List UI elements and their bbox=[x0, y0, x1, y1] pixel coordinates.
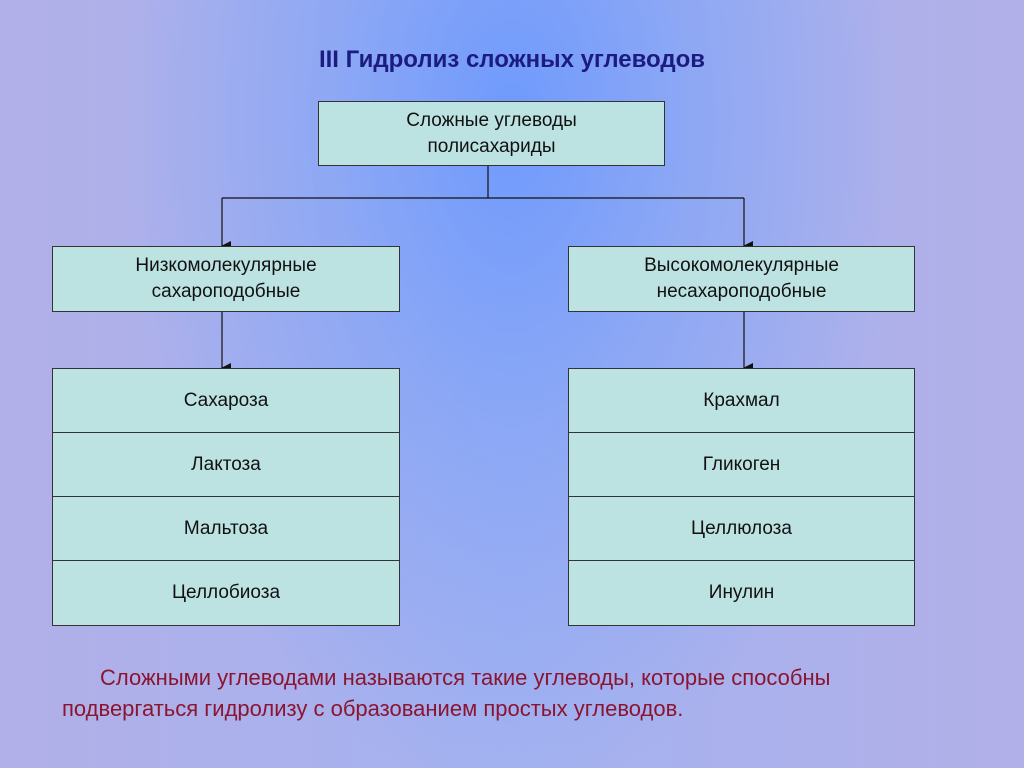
root-line1: Сложные углеводы bbox=[406, 109, 577, 131]
page-title: III Гидролиз сложных углеводов bbox=[318, 46, 706, 73]
list-item: Сахароза bbox=[53, 369, 399, 433]
left-category-line1: Низкомолекулярные bbox=[135, 255, 317, 276]
list-item: Гликоген bbox=[569, 433, 914, 497]
list-item: Лактоза bbox=[53, 433, 399, 497]
definition-text: Сложными углеводами называются такие угл… bbox=[62, 665, 831, 721]
root-line2: полисахариды bbox=[427, 135, 556, 157]
list-item: Целлобиоза bbox=[171, 582, 281, 603]
list-item: Крахмал bbox=[569, 369, 914, 433]
right-items-list: Крахмал Гликоген Целлюлоза Инулин bbox=[568, 368, 915, 626]
right-category-line2: несахароподобные bbox=[656, 281, 827, 302]
left-items-list: Сахароза Лактоза Мальтоза Целлобиоза bbox=[52, 368, 400, 626]
list-item: Инулин bbox=[708, 582, 775, 603]
left-category-box: Низкомолекулярные сахароподобные bbox=[52, 246, 400, 312]
list-item: Целлюлоза bbox=[569, 497, 914, 561]
left-category-line2: сахароподобные bbox=[151, 281, 301, 302]
list-item: Мальтоза bbox=[53, 497, 399, 561]
root-box: Сложные углеводы полисахариды bbox=[318, 101, 665, 166]
right-category-line1: Высокомолекулярные bbox=[644, 255, 839, 276]
right-category-box: Высокомолекулярные несахароподобные bbox=[568, 246, 915, 312]
